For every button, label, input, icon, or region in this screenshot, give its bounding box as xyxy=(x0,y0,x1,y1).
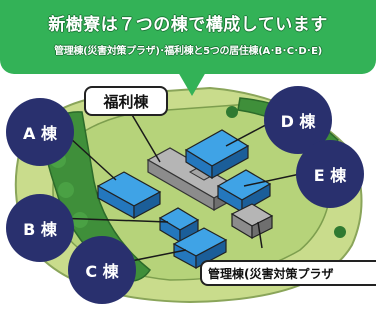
building-d xyxy=(184,129,250,180)
label-e: E 棟 xyxy=(296,140,364,208)
label-fukuri: 福利棟 xyxy=(84,86,168,116)
building-b xyxy=(158,207,200,244)
label-a: A 棟 xyxy=(6,98,74,166)
header-banner xyxy=(0,0,376,74)
hedge-left xyxy=(39,111,152,282)
page-subtitle: 管理棟(災害対策プラザ)･福利棟と5つの居住棟(A･B･C･D･E) xyxy=(54,46,322,57)
label-c: C 棟 xyxy=(68,236,136,304)
banner-pointer xyxy=(178,72,206,96)
page-title: 新樹寮は７つの棟で構成しています xyxy=(48,15,328,35)
building-kanri xyxy=(230,203,274,240)
building-a xyxy=(96,171,162,220)
label-kanri: 管理棟(災害対策プラザ xyxy=(200,260,376,286)
label-b: B 棟 xyxy=(6,194,74,262)
building-e xyxy=(216,169,272,214)
